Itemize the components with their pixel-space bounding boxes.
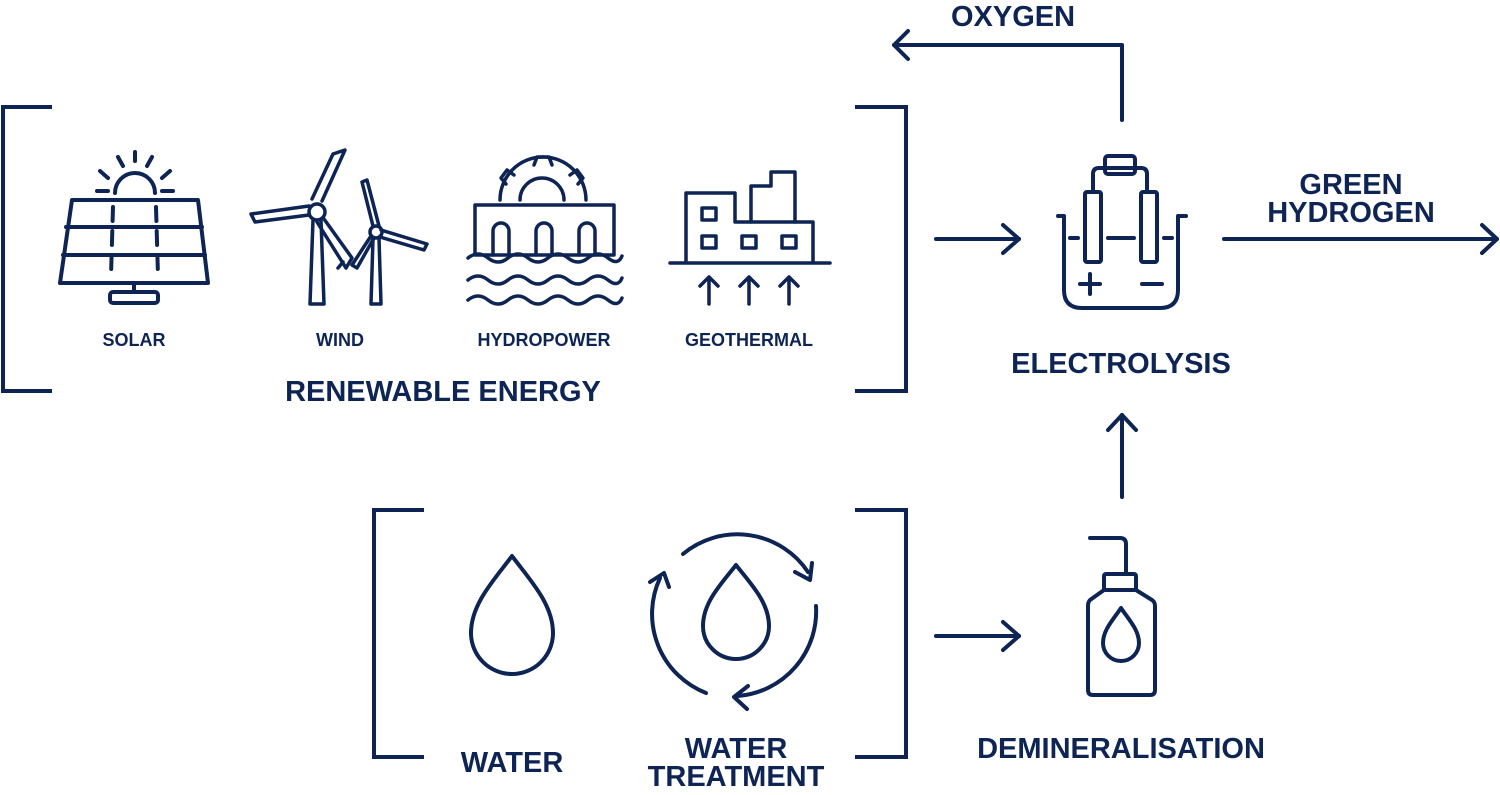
water-label: WATER [461, 747, 564, 779]
green-hydrogen-label-line2: HYDROGEN [1267, 197, 1435, 229]
green-hydrogen-label-line1: GREEN [1299, 169, 1402, 201]
wind-label: WIND [316, 330, 364, 350]
water-recycle-icon [648, 532, 819, 711]
geothermal-plant-icon [668, 170, 832, 306]
arrow-renewable-to-electrolysis [934, 223, 1021, 255]
water-treatment-label-line2: TREATMENT [648, 761, 825, 793]
arrow-demineralisation-to-electrolysis [1106, 413, 1138, 499]
solar-label: SOLAR [103, 330, 166, 350]
arrow-to-green-hydrogen [1222, 223, 1499, 255]
water-treatment-label-line1: WATER [685, 733, 788, 765]
water-bracket [372, 508, 908, 759]
electrolysis-cell-icon [1056, 154, 1188, 310]
wind-turbine-icon [249, 148, 429, 306]
hydropower-dam-icon [466, 155, 624, 306]
electrolysis-label: ELECTROLYSIS [1011, 348, 1231, 380]
hydropower-label: HYDROPOWER [477, 330, 610, 350]
renewable-energy-bracket [1, 105, 908, 393]
wash-bottle-icon [1086, 536, 1157, 697]
arrow-to-oxygen [892, 29, 1124, 122]
water-drop-icon [469, 554, 555, 676]
arrow-water-to-demineralisation [934, 620, 1021, 652]
geothermal-label: GEOTHERMAL [685, 330, 813, 350]
demineralisation-label: DEMINERALISATION [977, 733, 1265, 765]
solar-panel-icon [58, 150, 210, 305]
oxygen-label: OXYGEN [951, 1, 1075, 33]
renewable-energy-label: RENEWABLE ENERGY [285, 376, 601, 408]
